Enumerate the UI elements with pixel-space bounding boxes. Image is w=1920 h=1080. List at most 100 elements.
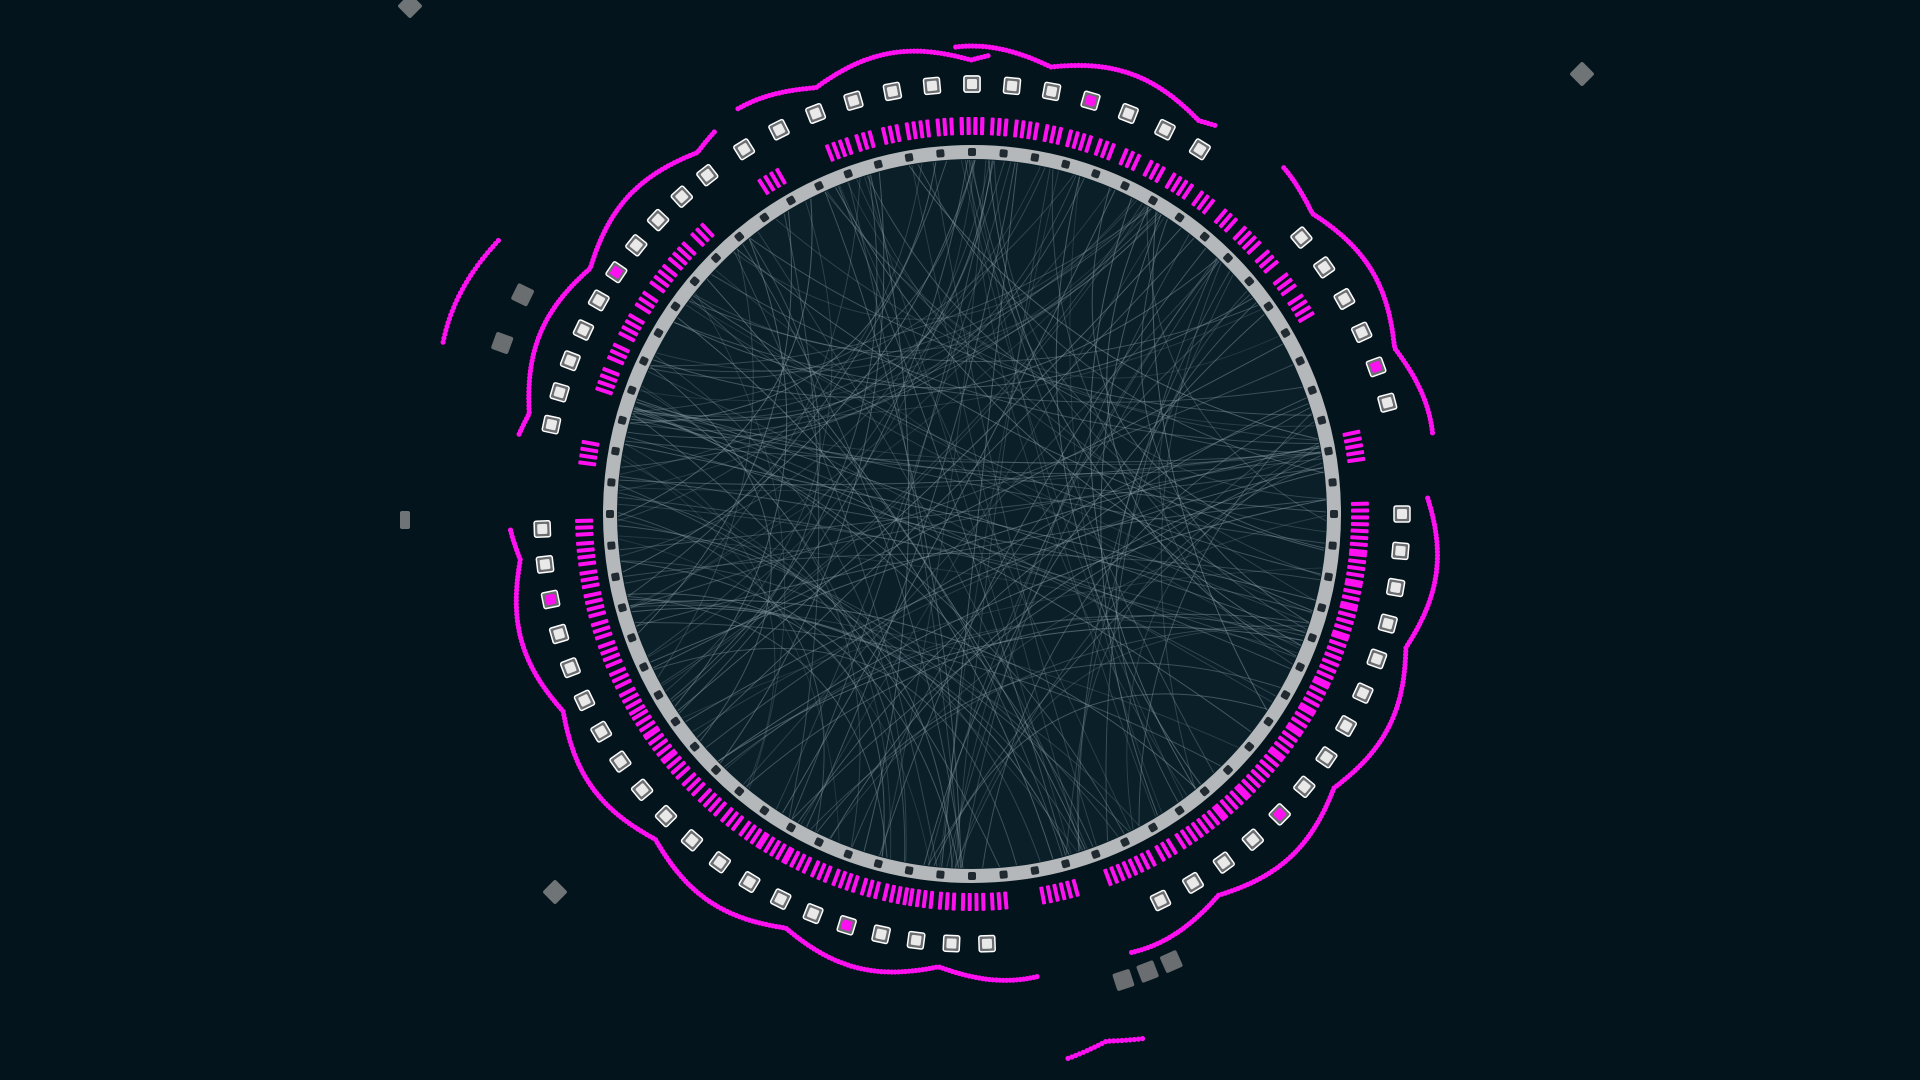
bar-tick (1280, 283, 1297, 297)
chord (829, 515, 1327, 839)
bar-tick (1267, 748, 1284, 763)
bar-tick (837, 139, 848, 158)
square-core (847, 94, 860, 107)
bar-tick (600, 646, 618, 656)
square-body (1136, 960, 1159, 983)
ring-node (1280, 690, 1291, 700)
wave-dot (1119, 1037, 1125, 1044)
square-core (772, 123, 786, 136)
chord (911, 165, 1082, 851)
chord (662, 205, 1146, 686)
chord (733, 251, 938, 867)
chord (1069, 176, 1163, 813)
bar-tick (1106, 142, 1116, 161)
bar-tick (880, 126, 889, 145)
white-square (1352, 682, 1374, 704)
ring-node (936, 870, 945, 879)
white-square (609, 750, 632, 773)
chord (633, 408, 1125, 834)
bar-tick (1348, 551, 1367, 558)
bar-tick (576, 540, 595, 546)
chord (1140, 218, 1310, 624)
bar-tick (1065, 129, 1074, 148)
bar-tick (690, 232, 705, 247)
bar-tick (583, 591, 602, 599)
ring-node (711, 765, 721, 775)
white-square (1393, 505, 1411, 523)
bar-tick (867, 130, 876, 149)
chord (630, 188, 1112, 609)
white-square (805, 102, 827, 125)
bar-tick (904, 122, 912, 141)
chord (723, 615, 1305, 768)
chord (656, 198, 1135, 373)
white-square (738, 871, 761, 893)
bar-tick (1154, 844, 1166, 862)
wave-dot (1065, 1055, 1071, 1061)
ring-node (759, 805, 770, 816)
chord (623, 552, 1320, 581)
bar-tick (921, 890, 928, 909)
ring-node (1263, 716, 1274, 727)
chord (1138, 412, 1312, 827)
wave-dot (1115, 1038, 1121, 1044)
chord (923, 313, 1265, 865)
bar-tick (575, 531, 594, 537)
bar-tick (1350, 508, 1370, 513)
chord (791, 160, 995, 819)
bar-tick (1273, 740, 1290, 755)
bar-tick (1234, 785, 1249, 801)
bar-tick (597, 639, 616, 650)
square-core (685, 833, 699, 847)
chord (839, 185, 1132, 831)
chord (1158, 290, 1293, 665)
ring-node (1317, 603, 1327, 613)
wave-dot (1129, 949, 1135, 956)
ring-node (999, 870, 1008, 879)
ring-node (639, 662, 649, 672)
chord (866, 175, 1321, 454)
white-square (1290, 226, 1313, 249)
white-square (1293, 775, 1316, 798)
bar-tick (1196, 194, 1210, 211)
bar-tick (1213, 208, 1228, 224)
chord (677, 317, 1054, 859)
bar-tick (702, 792, 718, 808)
square-core (675, 190, 689, 204)
white-square (1182, 871, 1204, 894)
square-core (1186, 876, 1200, 890)
ring-node (689, 276, 700, 287)
bar-tick (1219, 799, 1234, 815)
bar-tick (697, 787, 713, 803)
bar-tick (1258, 254, 1275, 269)
bar-tick (602, 652, 621, 663)
chord (638, 211, 792, 634)
bar-tick (1287, 721, 1304, 735)
wave-dot (1131, 1036, 1137, 1043)
bar-tick (973, 116, 978, 136)
bar-tick (670, 760, 687, 775)
chord (649, 159, 975, 379)
chord (647, 371, 1273, 703)
chord (954, 421, 1315, 868)
chord (624, 443, 776, 788)
chord (1146, 206, 1327, 522)
chord (682, 567, 1322, 719)
chord (879, 247, 1207, 856)
bar-tick (1206, 809, 1221, 826)
ring-node (1030, 866, 1040, 875)
white-square (942, 934, 961, 953)
chord (630, 604, 1084, 851)
bar-tick (1342, 429, 1361, 437)
square-body (491, 332, 514, 354)
white-square (1313, 256, 1336, 279)
bar-tick (661, 750, 678, 765)
bar-tick (1263, 753, 1280, 768)
ring-node (607, 541, 616, 550)
bar-tick (700, 222, 715, 238)
bar-tick (944, 892, 950, 911)
white-square (836, 915, 857, 936)
chord (694, 292, 786, 790)
chord (661, 203, 1143, 685)
chord (851, 294, 1251, 848)
